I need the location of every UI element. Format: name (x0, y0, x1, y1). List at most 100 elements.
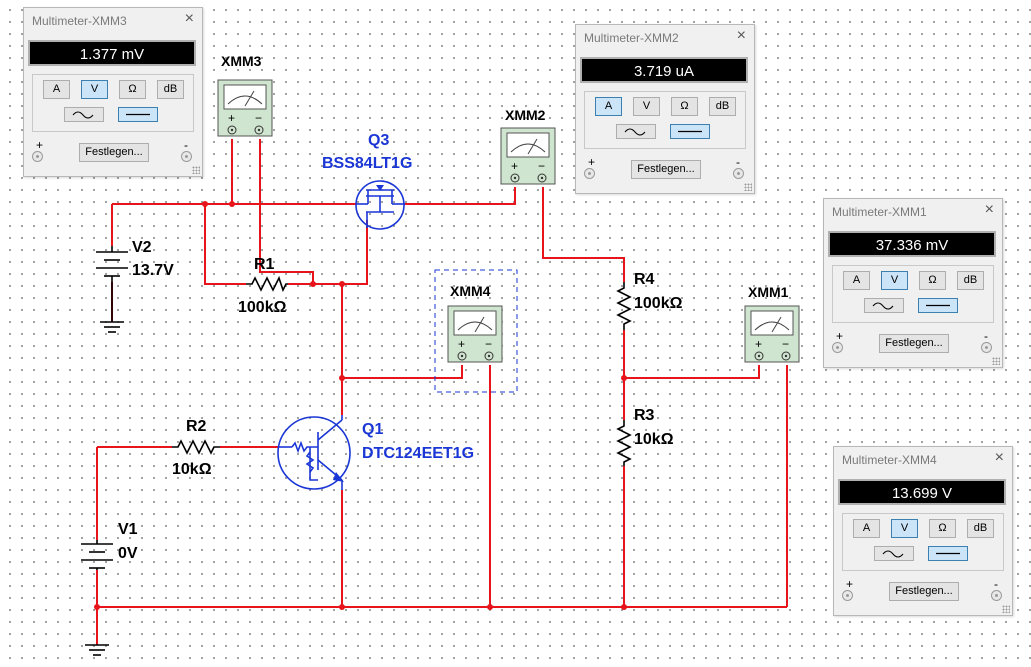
minus-sign: - (994, 577, 998, 591)
r4-resistor[interactable] (616, 282, 632, 330)
xmm2-reading: 3.719 uA (580, 57, 748, 83)
r4-name: R4 (634, 271, 655, 288)
plus-sign: + (36, 138, 44, 152)
xmm3-panel-title: Multimeter-XMM3 (32, 14, 127, 28)
dc-wave-button[interactable] (118, 107, 158, 122)
r1-name: R1 (254, 256, 275, 273)
plus-terminal[interactable] (584, 168, 595, 179)
mode-v-button[interactable]: V (633, 97, 660, 116)
r2-name: R2 (186, 418, 207, 435)
settings-button[interactable]: Festlegen... (889, 582, 959, 601)
xmm1-reading: 37.336 mV (828, 231, 996, 257)
xmm4-meter-icon[interactable] (434, 269, 518, 393)
dc-wave-button[interactable] (928, 546, 968, 561)
minus-sign: - (184, 138, 188, 152)
dc-wave-button[interactable] (670, 124, 710, 139)
minus-sign: - (736, 155, 740, 169)
q3-name: Q3 (368, 132, 389, 149)
r1-resistor[interactable] (246, 275, 288, 293)
mode-db-button[interactable]: dB (157, 80, 184, 99)
mode-a-button[interactable]: A (43, 80, 70, 99)
plus-terminal[interactable] (842, 590, 853, 601)
xmm3-reading: 1.377 mV (28, 40, 196, 66)
v2-name: V2 (132, 239, 152, 256)
xmm1-label: XMM1 (748, 284, 789, 300)
settings-button[interactable]: Festlegen... (79, 143, 149, 162)
v1-battery[interactable] (81, 540, 113, 656)
mode-ohm-button[interactable]: Ω (671, 97, 698, 116)
r2-value: 10kΩ (172, 461, 212, 478)
resize-grip[interactable] (992, 357, 1000, 365)
mode-ohm-button[interactable]: Ω (929, 519, 956, 538)
xmm4-panel[interactable]: Multimeter-XMM4 × 13.699 V A V Ω dB + Fe… (833, 446, 1013, 616)
xmm1-meter-icon[interactable] (744, 305, 800, 363)
close-icon[interactable]: × (994, 449, 1004, 466)
mode-v-button[interactable]: V (81, 80, 108, 99)
r4-value: 100kΩ (634, 295, 683, 312)
mode-group: A V Ω dB (832, 265, 994, 323)
settings-button[interactable]: Festlegen... (879, 334, 949, 353)
r2-resistor[interactable] (172, 439, 220, 455)
sine-wave-icon (882, 550, 904, 558)
mode-group: A V Ω dB (584, 91, 746, 149)
minus-terminal[interactable] (991, 590, 1002, 601)
ac-wave-button[interactable] (864, 298, 904, 313)
q3-mosfet[interactable] (355, 180, 405, 230)
close-icon[interactable]: × (184, 10, 194, 27)
plus-sign: + (846, 577, 854, 591)
mode-ohm-button[interactable]: Ω (119, 80, 146, 99)
xmm4-panel-title: Multimeter-XMM4 (842, 453, 937, 467)
v2-battery[interactable] (96, 246, 128, 333)
close-icon[interactable]: × (984, 201, 994, 218)
xmm2-panel[interactable]: Multimeter-XMM2 × 3.719 uA A V Ω dB + Fe… (575, 24, 755, 194)
ac-wave-button[interactable] (64, 107, 104, 122)
ac-wave-button[interactable] (616, 124, 656, 139)
mode-ohm-button[interactable]: Ω (919, 271, 946, 290)
xmm3-panel[interactable]: Multimeter-XMM3 × 1.377 mV A V Ω dB + Fe… (23, 7, 203, 177)
minus-terminal[interactable] (733, 168, 744, 179)
close-icon[interactable]: × (736, 27, 746, 44)
dc-line-icon (926, 304, 950, 307)
sine-wave-icon (872, 302, 894, 310)
resize-grip[interactable] (1002, 605, 1010, 613)
r1-value: 100kΩ (238, 299, 287, 316)
resize-grip[interactable] (744, 183, 752, 191)
mode-v-button[interactable]: V (891, 519, 918, 538)
minus-terminal[interactable] (181, 151, 192, 162)
dc-wave-button[interactable] (918, 298, 958, 313)
mode-db-button[interactable]: dB (957, 271, 984, 290)
q1-transistor[interactable] (277, 415, 351, 490)
settings-button[interactable]: Festlegen... (631, 160, 701, 179)
plus-sign: + (836, 329, 844, 343)
dc-line-icon (678, 130, 702, 133)
mode-db-button[interactable]: dB (709, 97, 736, 116)
ac-wave-button[interactable] (874, 546, 914, 561)
sine-wave-icon (624, 128, 646, 136)
plus-terminal[interactable] (32, 151, 43, 162)
xmm1-panel[interactable]: Multimeter-XMM1 × 37.336 mV A V Ω dB + F… (823, 198, 1003, 368)
xmm3-label: XMM3 (221, 53, 262, 69)
plus-terminal[interactable] (832, 342, 843, 353)
mode-a-button[interactable]: A (595, 97, 622, 116)
resize-grip[interactable] (192, 166, 200, 174)
xmm2-meter-icon[interactable] (500, 127, 556, 185)
mode-db-button[interactable]: dB (967, 519, 994, 538)
minus-terminal[interactable] (981, 342, 992, 353)
xmm3-meter-icon[interactable] (217, 79, 273, 137)
mode-a-button[interactable]: A (843, 271, 870, 290)
mode-v-button[interactable]: V (881, 271, 908, 290)
junction-dots (94, 201, 627, 610)
xmm4-label: XMM4 (450, 283, 491, 299)
xmm1-panel-title: Multimeter-XMM1 (832, 205, 927, 219)
dc-line-icon (126, 113, 150, 116)
xmm2-label: XMM2 (505, 107, 546, 123)
r3-value: 10kΩ (634, 431, 674, 448)
mode-group: A V Ω dB (842, 513, 1004, 571)
plus-sign: + (588, 155, 596, 169)
r3-resistor[interactable] (616, 420, 632, 466)
v2-value: 13.7V (132, 262, 174, 279)
selection-box (434, 269, 518, 393)
q3-part: BSS84LT1G (322, 155, 412, 172)
mode-a-button[interactable]: A (853, 519, 880, 538)
